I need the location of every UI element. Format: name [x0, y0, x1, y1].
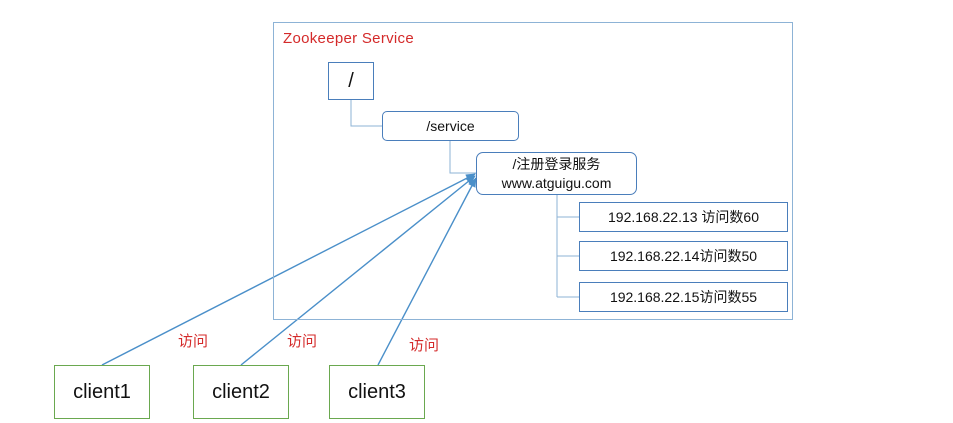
register-node-path: /注册登录服务: [512, 155, 601, 172]
server-node-3: 192.168.22.15访问数55: [579, 282, 788, 312]
zookeeper-service-container: [273, 22, 793, 320]
client1-node: client1: [54, 365, 150, 419]
client3-node: client3: [329, 365, 425, 419]
arrow-client3-to-register: [377, 177, 477, 366]
register-service-node: /注册登录服务 www.atguigu.com: [476, 152, 637, 195]
server-node-2: 192.168.22.14访问数50: [579, 241, 788, 271]
server-node-1: 192.168.22.13 访问数60: [579, 202, 788, 232]
edge-service-to-register: [449, 141, 476, 174]
edge-root-to-service: [350, 100, 382, 127]
edge-label-visit-3: 访问: [409, 337, 440, 354]
client2-node: client2: [193, 365, 289, 419]
edge-label-visit-1: 访问: [178, 333, 209, 350]
service-title: Zookeeper Service: [283, 30, 414, 47]
arrow-client2-to-register: [240, 175, 476, 366]
edge-label-visit-2: 访问: [287, 333, 318, 350]
register-node-domain: www.atguigu.com: [501, 174, 612, 191]
arrow-client1-to-register: [101, 173, 476, 366]
service-node: /service: [382, 111, 519, 141]
root-node: /: [328, 62, 374, 100]
